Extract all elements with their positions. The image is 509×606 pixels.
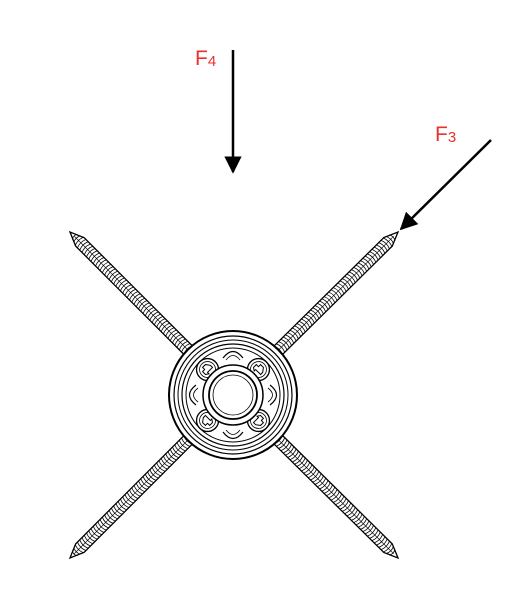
force-label-f3-letter: F: [435, 123, 448, 146]
screw-lower-left: [68, 425, 203, 560]
hub-pad: [267, 384, 278, 406]
hub-pad: [222, 429, 244, 440]
force-arrow-f3: [399, 139, 492, 231]
bearing-hub-icon: [168, 330, 298, 460]
screw-upper-right: [263, 230, 400, 366]
hub-pad: [222, 350, 244, 361]
force-label-f4: F4: [195, 48, 216, 69]
screw-lower-right: [263, 424, 400, 560]
force-label-f3: F3: [435, 124, 456, 145]
hub-pad: [188, 384, 199, 406]
force-label-f4-index: 4: [207, 53, 217, 70]
screw-upper-left: [68, 230, 203, 365]
force-label-f3-index: 3: [447, 129, 457, 146]
force-label-f4-letter: F: [195, 47, 208, 70]
